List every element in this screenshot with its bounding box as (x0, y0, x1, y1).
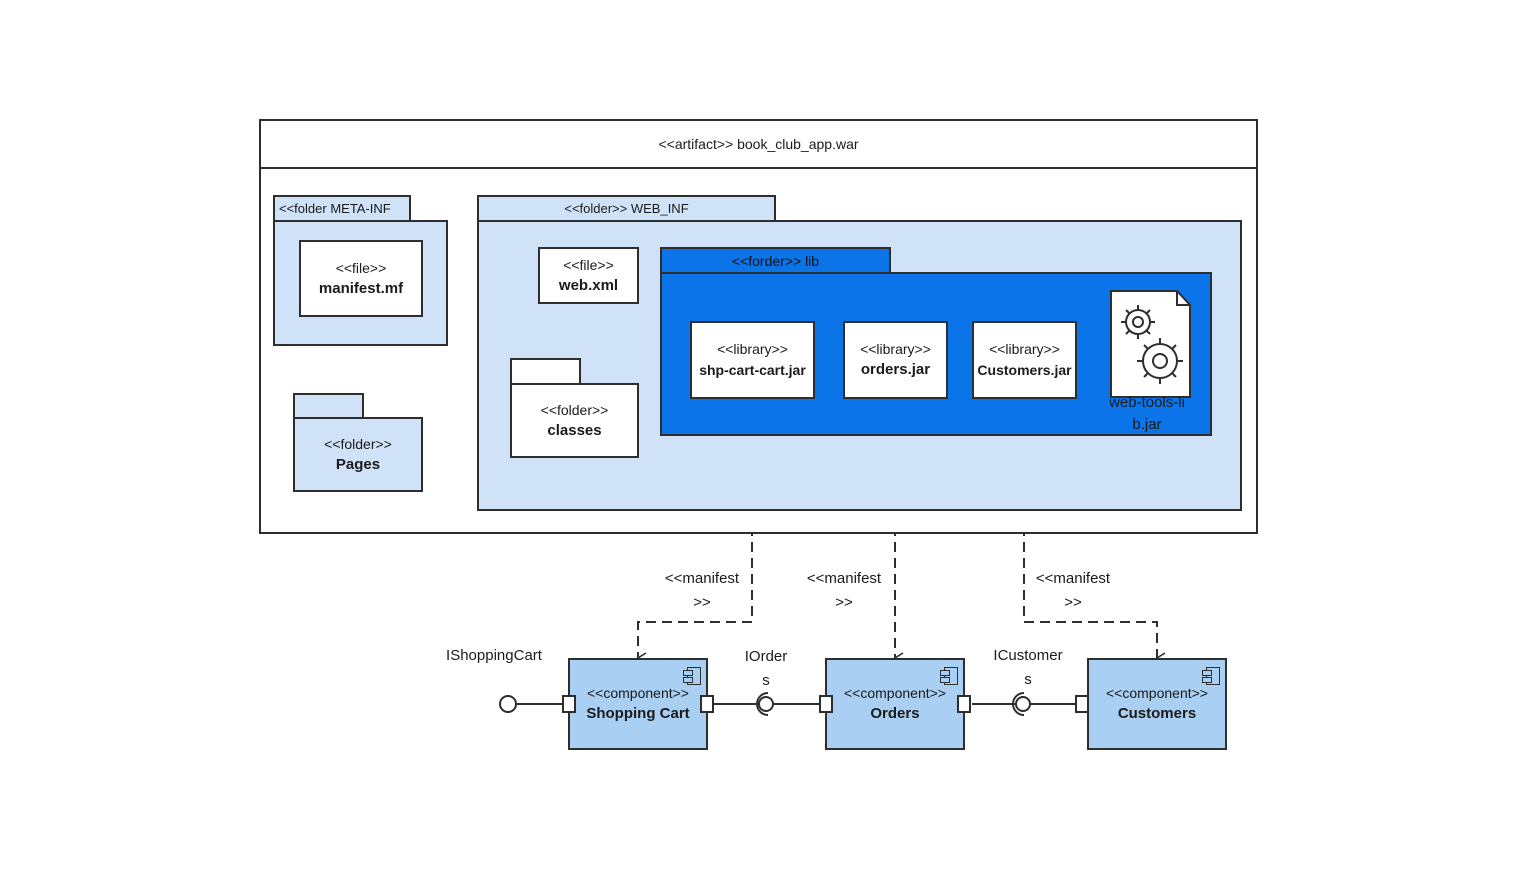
lib-tab-label: <<forder>> lib (731, 252, 820, 269)
port-orders-right (957, 695, 971, 713)
manifest-file-stereotype: <<file>> (335, 259, 387, 276)
manifest-label-orders: <<manifest >> (806, 570, 882, 611)
port-orders-left (819, 695, 833, 713)
library-stereotype: <<library>> (860, 341, 931, 357)
web-xml-stereotype: <<file>> (563, 256, 614, 273)
component-icon (1202, 667, 1220, 685)
component-stereotype: <<component>> (1106, 685, 1208, 701)
artifact-title: <<artifact>> book_club_app.war (658, 136, 859, 152)
component-icon (940, 667, 958, 685)
meta-inf-tab-label: <<folder META-INF (279, 201, 391, 216)
component-stereotype: <<component>> (844, 685, 946, 701)
web-inf-tab-label: <<folder>> WEB_INF (564, 201, 689, 216)
artifact-header: <<artifact>> book_club_app.war (259, 119, 1258, 169)
classes-folder-tab (510, 358, 581, 385)
web-xml-name: web.xml (558, 276, 619, 294)
iorders-lollipop (758, 696, 774, 712)
pages-folder-tab (293, 393, 364, 419)
classes-folder-stereotype: <<folder>> (540, 401, 609, 418)
component-stereotype: <<component>> (587, 685, 689, 701)
component-icon (683, 667, 701, 685)
library-stereotype: <<library>> (989, 341, 1060, 357)
manifest-label-customers: <<manifest >> (1035, 570, 1111, 611)
manifest-label-shopping-cart: <<manifest >> (664, 570, 740, 611)
library-orders: <<library>> orders.jar (843, 321, 948, 399)
pages-folder-name: Pages (335, 455, 381, 473)
component-name: Orders (870, 705, 920, 722)
iorders-socket (756, 692, 769, 716)
port-shopping-cart-right (700, 695, 714, 713)
pages-folder: <<folder>> Pages (293, 417, 423, 492)
web-xml-file: <<file>> web.xml (538, 247, 639, 304)
component-customers: <<component>> Customers (1087, 658, 1227, 750)
manifest-file: <<file>> manifest.mf (299, 240, 423, 317)
icustomers-lollipop (1015, 696, 1031, 712)
meta-inf-tab: <<folder META-INF (273, 195, 411, 222)
library-customers: <<library>> Customers.jar (972, 321, 1077, 399)
component-name: Shopping Cart (586, 705, 690, 722)
manifest-file-name: manifest.mf (318, 279, 404, 297)
component-name: Customers (1117, 705, 1197, 722)
library-shp-cart: <<library>> shp-cart-cart.jar (690, 321, 815, 399)
library-name: shp-cart-cart.jar (699, 362, 806, 378)
interface-label-ishoppingcart: IShoppingCart (446, 647, 542, 664)
lib-tab: <<forder>> lib (660, 247, 891, 274)
library-stereotype: <<library>> (717, 341, 788, 357)
pages-folder-stereotype: <<folder>> (324, 435, 392, 452)
classes-folder-name: classes (547, 421, 602, 439)
interface-label-iorders: IOrders (744, 648, 788, 689)
web-inf-tab: <<folder>> WEB_INF (477, 195, 776, 222)
icustomers-socket (1012, 692, 1025, 716)
web-tools-lib-label: web-tools-lib.jar (1109, 394, 1185, 433)
classes-folder: <<folder>> classes (510, 383, 639, 458)
library-name: orders.jar (860, 361, 931, 378)
port-customers-left (1075, 695, 1089, 713)
port-shopping-cart-left (562, 695, 576, 713)
ishoppingcart-lollipop (499, 695, 517, 713)
library-name: Customers.jar (977, 362, 1072, 378)
interface-label-icustomers: ICustomers (993, 647, 1063, 688)
